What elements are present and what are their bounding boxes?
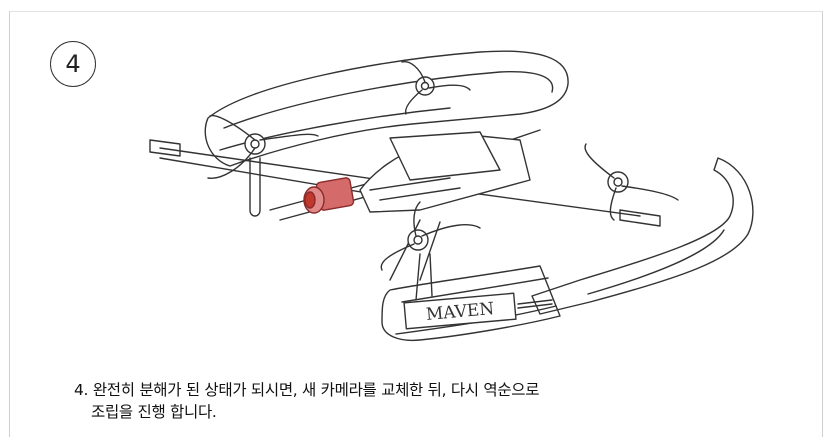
propeller-left [207, 114, 319, 217]
front-bumper [381, 265, 561, 342]
rear-bumper [204, 50, 569, 167]
propeller-front [380, 201, 481, 271]
step-number: 4 [65, 50, 81, 78]
instruction-caption: 4. 완전히 분해가 된 상태가 되시면, 새 카메라를 교체한 뒤, 다시 역… [74, 379, 774, 423]
drone-illustration: MAVEN [149, 50, 754, 342]
caption-line-2: 조립을 진행 합니다. [91, 403, 217, 421]
propeller-rear [401, 61, 471, 115]
instruction-card: 4 MAVEN [9, 11, 823, 437]
caption-line-1: 4. 완전히 분해가 된 상태가 되시면, 새 카메라를 교체한 뒤, 다시 역… [74, 381, 540, 399]
maven-label: MAVEN [403, 292, 553, 330]
camera-module [303, 177, 355, 214]
propeller-right [584, 143, 679, 221]
right-bumper [531, 157, 754, 315]
step-number-badge: 4 [50, 41, 96, 87]
